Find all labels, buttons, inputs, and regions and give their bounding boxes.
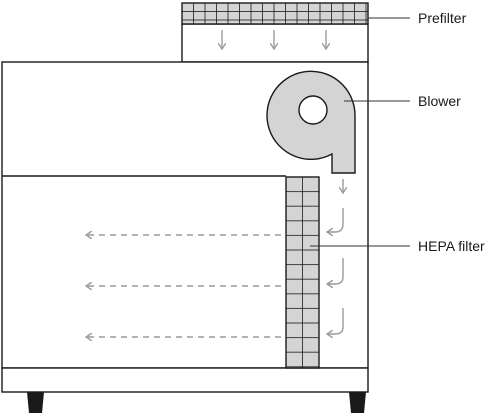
hepa-filter-label: HEPA filter: [418, 238, 485, 254]
plenum-airflow-arrows: [327, 179, 343, 334]
prefilter-label: Prefilter: [418, 10, 467, 26]
prefilter-airflow-arrows: [222, 30, 326, 49]
prefilter: [181, 2, 369, 25]
blower-label: Blower: [418, 93, 461, 109]
cabinet-base: [1, 367, 369, 393]
left-foot: [27, 392, 44, 413]
hepa-filter: [285, 176, 320, 369]
prefilter-housing: [181, 23, 369, 63]
blower-hub: [298, 95, 328, 125]
right-foot: [349, 392, 366, 413]
